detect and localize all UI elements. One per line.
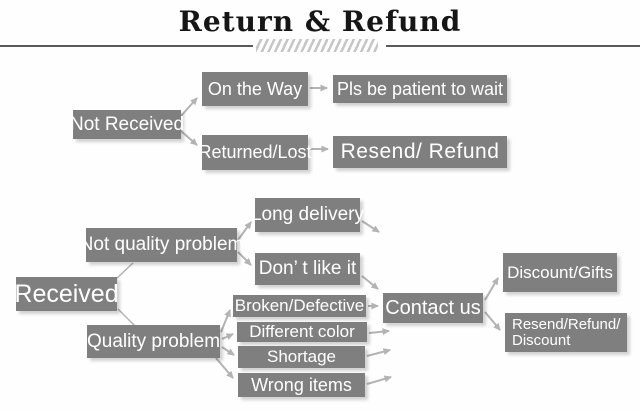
node-contact-us: Contact us	[383, 293, 483, 323]
node-discount-gifts: Discount/Gifts	[503, 253, 617, 292]
node-label: Contact us	[385, 296, 481, 319]
node-label: Broken/Defective	[234, 296, 365, 316]
node-label-line2: Discount	[512, 331, 571, 349]
node-label: Resend/Refund/ Discount	[512, 315, 621, 349]
node-resend-refund: Resend/ Refund	[333, 136, 507, 168]
node-label: Different color	[249, 322, 355, 342]
node-not-quality-problem: Not quality problem	[80, 228, 243, 262]
node-label: Quality problem	[86, 330, 221, 352]
node-pls-be-patient: Pls be patient to wait	[333, 75, 507, 103]
node-long-delivery: Long delivery	[251, 198, 364, 232]
node-label: Wrong items	[251, 374, 352, 395]
node-broken-defective: Broken/Defective	[233, 295, 366, 317]
node-different-color: Different color	[237, 322, 367, 342]
node-dont-like-it: Don’ t like it	[255, 253, 360, 285]
node-label: Not Received	[69, 113, 185, 135]
node-label: Shortage	[267, 347, 336, 367]
node-on-the-way: On the Way	[202, 72, 308, 106]
divider-line-right	[386, 45, 640, 47]
node-not-received: Not Received	[69, 110, 185, 139]
node-label: On the Way	[207, 78, 303, 99]
node-label: Don’ t like it	[258, 258, 357, 280]
node-quality-problem: Quality problem	[87, 325, 220, 358]
node-label: Returned/Lost	[198, 142, 312, 163]
node-label: Discount/Gifts	[507, 262, 613, 282]
node-wrong-items: Wrong items	[238, 373, 365, 397]
node-label-line1: Resend/Refund/	[512, 315, 621, 333]
node-label: Pls be patient to wait	[336, 78, 504, 99]
node-shortage: Shortage	[238, 346, 365, 368]
page-title: Return & Refund	[178, 5, 462, 38]
node-label: Received	[14, 279, 119, 308]
divider-line-left	[0, 45, 253, 47]
node-label: Resend/ Refund	[340, 139, 500, 163]
node-received: Received	[14, 277, 119, 311]
node-resend-refund-discount: Resend/Refund/ Discount	[505, 313, 627, 352]
hatch-decoration	[256, 39, 378, 52]
node-label: Long delivery	[250, 204, 365, 226]
node-returned-lost: Returned/Lost	[198, 135, 312, 170]
node-label: Not quality problem	[79, 234, 244, 256]
